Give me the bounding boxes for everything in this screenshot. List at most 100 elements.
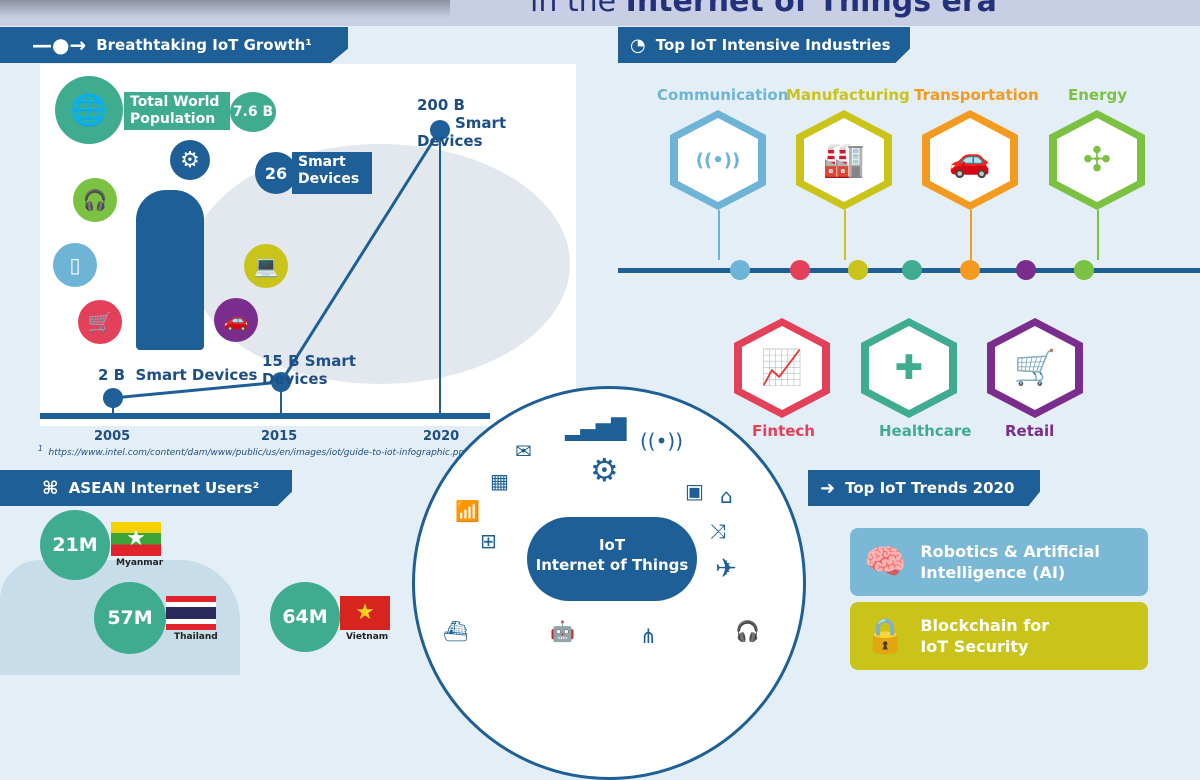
industry-hex-fintech: 📈	[734, 318, 830, 418]
brain-icon: 🧠	[864, 541, 907, 582]
year-2015: 2015	[261, 429, 298, 444]
iot-cloud: IoT Internet of Things	[527, 517, 697, 601]
iot-subtitle: Internet of Things	[535, 556, 689, 574]
connector	[844, 210, 846, 260]
wifi-icon: 📶	[455, 499, 480, 523]
connector	[718, 210, 720, 260]
laptop-icon: 💻	[244, 244, 288, 288]
trend-blockchain: 🔒 Blockchain for IoT Security	[850, 602, 1148, 670]
point-2015	[271, 372, 291, 392]
thailand-users: 57M	[94, 582, 166, 654]
value-2005: 2 B Smart Devices	[98, 366, 258, 384]
timeline-dot	[848, 260, 868, 280]
iot-title: IoT	[598, 536, 626, 554]
footnote-link[interactable]: https://www.intel.com/content/dam/www/pu…	[48, 448, 470, 458]
industry-label-retail: Retail	[1005, 422, 1055, 440]
world-map	[190, 144, 570, 384]
qr-code-icon: ▦	[490, 469, 509, 493]
timeline-dot	[1016, 260, 1036, 280]
devices-count: 26	[255, 152, 297, 194]
footnote: 1 https://www.intel.com/content/dam/www/…	[38, 444, 470, 458]
globe-people-icon: 🌐	[55, 76, 123, 144]
wind-turbine-icon: ✣	[1057, 118, 1137, 202]
devices-label: Smart Devices	[292, 152, 372, 194]
section-title: Breathtaking IoT Growth¹	[96, 36, 312, 54]
section-title: Top IoT Trends 2020	[845, 479, 1015, 497]
thailand-flag	[166, 596, 216, 630]
tablet-icon: ▯	[53, 243, 97, 287]
thailand-label: Thailand	[174, 632, 218, 642]
myanmar-label: Myanmar	[116, 558, 164, 568]
gear-icon: ⚙	[170, 140, 210, 180]
myanmar-flag: ★	[111, 522, 161, 556]
vietnam-users: 64M	[270, 582, 340, 652]
industry-hex-healthcare: ✚	[861, 318, 957, 418]
headphones-icon: 🎧	[73, 178, 117, 222]
robot-icon: 🤖	[550, 619, 575, 643]
population-value: 7.6 B	[230, 92, 276, 132]
tab-asean: ⌘ ASEAN Internet Users²	[0, 470, 292, 506]
trend-label: Blockchain for IoT Security	[920, 616, 1050, 656]
industry-hex-retail: 🛒	[987, 318, 1083, 418]
section-title: ASEAN Internet Users²	[68, 479, 260, 497]
car-icon: 🚗	[214, 298, 258, 342]
share-icon: ⋔	[640, 624, 657, 648]
industry-hex-energy: ✣	[1049, 110, 1145, 210]
timeline-dot	[960, 260, 980, 280]
cart-icon: 🛒	[78, 300, 122, 344]
industry-hex-manufacturing: 🏭	[796, 110, 892, 210]
medical-kit-icon: ✚	[869, 326, 949, 410]
header-shadow	[0, 0, 450, 18]
ship-icon: ⛴	[443, 619, 469, 643]
industry-hex-communication: ((•))	[670, 110, 766, 210]
iot-circle: ✉ ▂▄▆█ ((•)) ⚙ ▦ 📶 ▣ ⌂ ⤨ ✈ ⊞ IoT Interne…	[412, 386, 806, 780]
padlock-icon: 🔒	[864, 615, 907, 656]
tab-industries: ◔ Top IoT Intensive Industries	[618, 27, 910, 63]
timeline-dot	[790, 260, 810, 280]
connector	[1097, 210, 1099, 260]
arrow-right-circle-icon: ➜	[820, 477, 836, 499]
gears-icon: ⚙	[590, 451, 619, 489]
mail-icon: ✉	[515, 439, 532, 463]
year-2005: 2005	[94, 429, 131, 444]
chart-growth-icon: 📈	[742, 326, 822, 410]
arrow-circle-icon: —●→	[32, 33, 87, 57]
timeline-dot	[730, 260, 750, 280]
industry-label-healthcare: Healthcare	[879, 422, 972, 440]
industry-label-communication: Communication	[657, 86, 789, 104]
shopping-cart-icon: 🛒	[995, 326, 1075, 410]
value-2015: 15 B Smart Devices	[262, 352, 356, 388]
vietnam-flag: ★	[340, 596, 390, 630]
trend-label: Robotics & Artificial Intelligence (AI)	[920, 542, 1100, 582]
point-2020	[430, 120, 450, 140]
section-title: Top IoT Intensive Industries	[655, 36, 891, 54]
industry-label-transportation: Transportation	[914, 86, 1039, 104]
antenna-icon: ((•))	[640, 429, 684, 453]
person-icon	[136, 190, 204, 350]
tab-trends: ➜ Top IoT Trends 2020	[808, 470, 1040, 506]
airplane-icon: ✈	[715, 554, 737, 584]
connector	[970, 210, 972, 260]
industry-label-manufacturing: Manufacturing	[786, 86, 910, 104]
timeline-dot	[1074, 260, 1094, 280]
growth-line-chart	[40, 120, 570, 419]
point-2005	[103, 388, 123, 408]
industry-label-energy: Energy	[1068, 86, 1128, 104]
cars-icon: 🚗	[930, 118, 1010, 202]
signal-bars-icon: ▂▄▆█	[565, 417, 627, 441]
vietnam-label: Vietnam	[346, 632, 389, 642]
network-diagram-icon: ⊞	[480, 529, 497, 553]
factory-icon: 🏭	[804, 118, 884, 202]
network-icon: ⌘	[42, 477, 59, 499]
pie-chart-icon: ◔	[630, 34, 646, 56]
page-title: in the Internet of Things era	[530, 0, 997, 19]
timeline-dot	[902, 260, 922, 280]
industry-label-fintech: Fintech	[752, 422, 815, 440]
trend-robotics-ai: 🧠 Robotics & Artificial Intelligence (AI…	[850, 528, 1148, 596]
tab-iot-growth: —●→ Breathtaking IoT Growth¹	[0, 27, 348, 63]
headphones-icon: 🎧	[735, 619, 760, 643]
industry-hex-transportation: 🚗	[922, 110, 1018, 210]
myanmar-users: 21M	[40, 510, 110, 580]
year-2020: 2020	[423, 429, 460, 444]
